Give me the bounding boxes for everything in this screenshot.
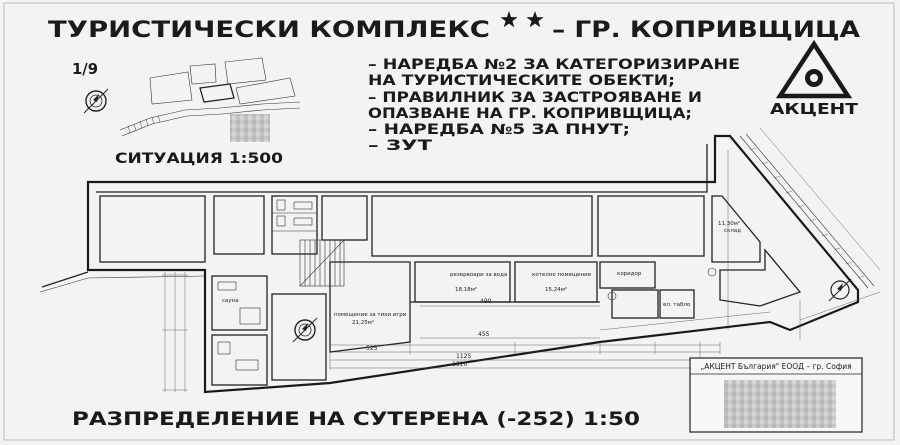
dimension-label: 525: [366, 345, 378, 352]
room-label: помещение за тихи игри: [334, 312, 407, 318]
terrain-line: [39, 275, 206, 293]
title-block-company: „АКЦЕНТ България" ЕООД – гр. София: [700, 362, 851, 371]
akcent-logo-icon: [775, 39, 853, 99]
room-upper: [213, 195, 265, 255]
regulation-line: НА ТУРИСТИЧЕСКИТЕ ОБЕКТИ;: [368, 73, 675, 89]
room-upper: [321, 195, 368, 241]
room-upper: [597, 195, 705, 257]
room-lower: [211, 334, 268, 386]
regulation-line: – НАРЕДБА №5 ЗА ПНУТ;: [368, 122, 630, 138]
room-quiet-games: [329, 261, 411, 353]
room-boiler: [514, 261, 598, 303]
room-sauna: [211, 275, 268, 331]
inner-wall-line: [96, 144, 708, 193]
sauna-fixtures: [217, 281, 261, 371]
blurred-area: [724, 380, 836, 428]
star-icon: [526, 11, 544, 28]
sheet-title-city: – ГР. КОПРИВЩИЦА: [552, 18, 860, 43]
column-marker: [707, 267, 717, 277]
regulation-line: ОПАЗВАНЕ НА ГР. КОПРИВЩИЦА;: [368, 106, 692, 122]
sheet-title: ТУРИСТИЧЕСКИ КОМПЛЕКС: [48, 18, 490, 43]
dimension-label: 1310: [452, 361, 467, 368]
situation-building: [189, 63, 217, 85]
column-marker: [607, 291, 617, 301]
blurred-area: [230, 114, 270, 142]
situation-label: СИТУАЦИЯ 1:500: [115, 151, 283, 167]
situation-complex: [199, 83, 235, 103]
situation-building: [235, 77, 296, 105]
outer-wall: [86, 134, 860, 394]
situation-street: [119, 101, 301, 131]
dimension-label: 455: [478, 331, 490, 338]
room-area: 18,18м²: [455, 286, 477, 293]
logo-text: АКЦЕНТ: [770, 100, 859, 118]
room-small: [611, 289, 659, 319]
wc-fixtures: [272, 199, 317, 232]
room-area: 21,25м²: [352, 319, 374, 326]
dimension-label: 1125: [456, 353, 471, 360]
room-label: склад: [724, 228, 741, 234]
room-label: сауна: [222, 298, 239, 304]
dimension-lines: [162, 127, 881, 392]
north-arrow-icon: [83, 88, 109, 114]
room-area: 11,30м²: [718, 220, 740, 227]
north-arrow-icon: [292, 317, 318, 343]
room-right-wing: [719, 248, 802, 307]
north-arrow-icon: [828, 278, 852, 302]
room-upper: [99, 195, 206, 263]
regulations-list: – НАРЕДБА №2 ЗА КАТЕГОРИЗИРАНЕ НА ТУРИСТ…: [368, 57, 740, 154]
sheet-number: 1/9: [72, 60, 98, 78]
situation-steps: [127, 114, 161, 134]
two-stars-icon: [500, 11, 544, 28]
room-wc: [271, 195, 318, 255]
plan-label: РАЗПРЕДЕЛЕНИЕ НА СУТЕРЕНА (-252) 1:50: [72, 408, 640, 430]
title-row: ТУРИСТИЧЕСКИ КОМПЛЕКС – ГР. КОПРИВЩИЦА: [48, 11, 860, 43]
room-lower: [271, 293, 327, 381]
room-label: ел. табло: [663, 302, 691, 308]
situation-building: [149, 71, 193, 105]
title-block: „АКЦЕНТ България" ЕООД – гр. София: [689, 357, 863, 433]
terrain-line: [41, 271, 89, 288]
situation-street: [121, 107, 301, 137]
dimension-label: 490: [480, 298, 492, 305]
floor-plan: резервоари за вода 18,18м² котелно помещ…: [39, 127, 881, 394]
regulation-line: – ПРАВИЛНИК ЗА ЗАСТРОЯВАНЕ И: [368, 90, 702, 106]
room-upper: [371, 195, 593, 257]
room-water-tanks: [414, 261, 511, 303]
regulation-line: – НАРЕДБА №2 ЗА КАТЕГОРИЗИРАНЕ: [368, 57, 740, 73]
room-label: котелно помещение: [532, 272, 592, 278]
star-icon: [500, 11, 518, 28]
situation-plan: [119, 57, 301, 142]
room-storage: [711, 195, 761, 263]
room-label: коридор: [617, 271, 642, 277]
regulation-line: – ЗУТ: [368, 138, 433, 154]
room-area: 15,24м²: [545, 286, 567, 293]
sheet-frame: [3, 2, 895, 441]
hatched-wall: [739, 133, 875, 289]
room-label: резервоари за вода: [450, 272, 507, 278]
room-corridor: [599, 261, 656, 289]
room-electrical: [659, 289, 695, 319]
situation-building: [224, 57, 267, 85]
staircase: [299, 239, 345, 287]
